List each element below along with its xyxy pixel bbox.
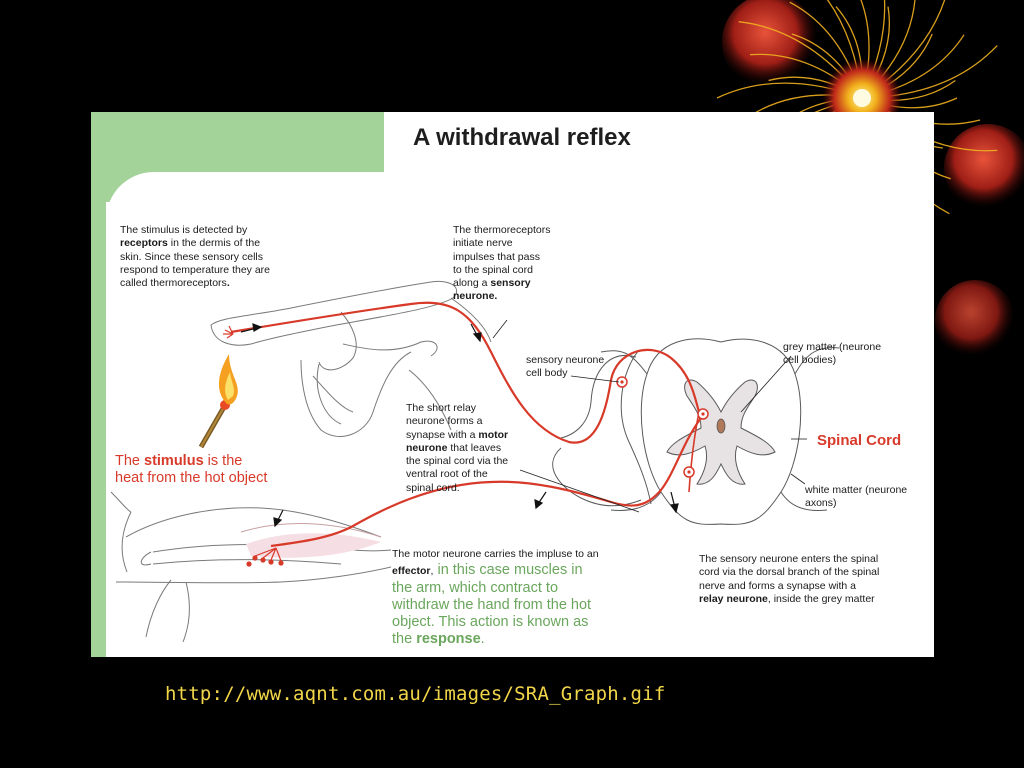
diagram-title: A withdrawal reflex <box>413 124 631 151</box>
stimulus-heat-text: The stimulus is the heat from the hot ob… <box>115 453 268 486</box>
motor-neurone-path <box>270 417 702 548</box>
grey-matter-label: grey matter (neurone cell bodies) <box>783 341 882 367</box>
impulse-direction-arrows <box>240 323 679 528</box>
diagram-panel: A withdrawal reflex <box>91 112 934 657</box>
motor-text-line-1: The motor neurone carries the impluse to… <box>392 548 599 560</box>
white-matter-label: white matter (neurone axons) <box>805 484 908 510</box>
rounded-corner-background <box>106 172 384 232</box>
sensory-enters-text: The sensory neurone enters the spinal co… <box>699 553 880 605</box>
effector-endings-icon <box>246 547 284 567</box>
receptor-ending-icon <box>223 325 234 339</box>
relay-neurone-text: The short relay neurone forms a synapse … <box>406 402 509 494</box>
label-leader-lines <box>492 319 807 513</box>
muscle-highlight <box>246 533 381 558</box>
left-strip-background <box>91 112 106 657</box>
stimulus-detected-text: The stimulus is detected by receptors in… <box>120 224 271 290</box>
arm-illustration <box>110 491 392 643</box>
spinal-cord-label: Spinal Cord <box>817 432 902 449</box>
sensory-cell-body-label: sensory neurone cell body <box>526 354 605 380</box>
motor-text-body: effector, in this case muscles in the ar… <box>392 562 592 648</box>
hand-illustration <box>210 280 492 437</box>
reflex-arc-drawing <box>110 280 840 643</box>
motor-neurone-text: The motor neurone carries the impluse to… <box>392 548 599 648</box>
thermoreceptors-text: The thermoreceptors initiate nerve impul… <box>453 224 551 303</box>
match-flame-icon <box>198 354 238 449</box>
sensory-neurone-path <box>230 301 701 493</box>
spinal-cord-cross-section <box>552 338 840 525</box>
source-url-text: http://www.aqnt.com.au/images/SRA_Graph.… <box>165 683 666 705</box>
